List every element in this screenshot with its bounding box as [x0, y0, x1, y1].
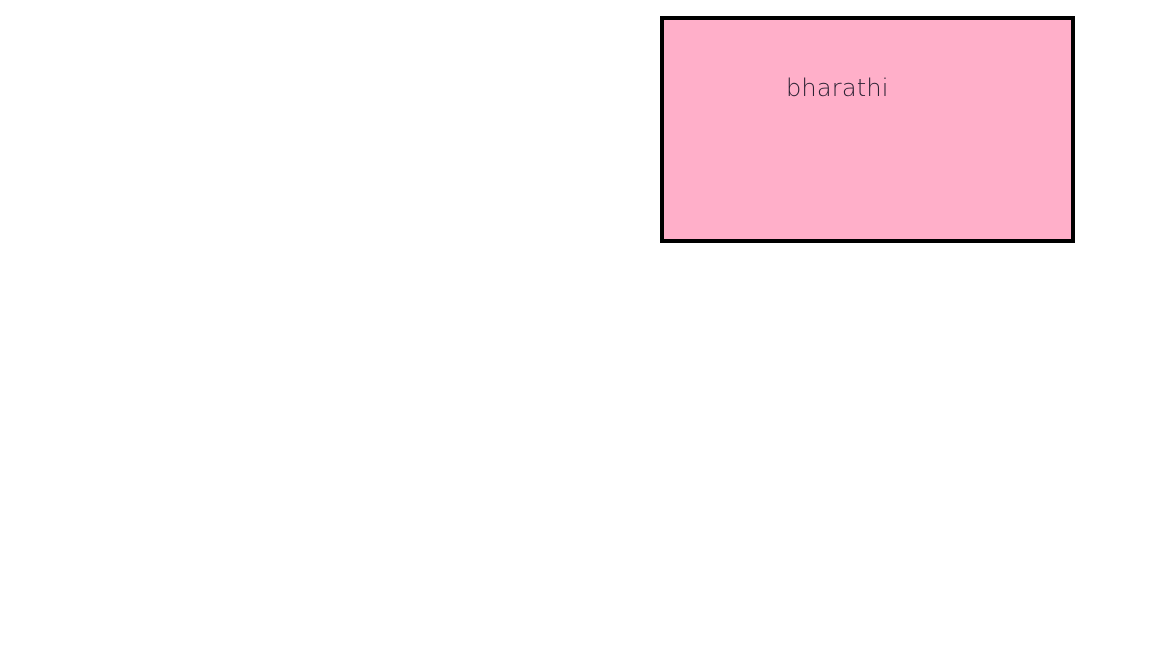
name-box: bharathi — [660, 16, 1075, 243]
name-label: bharathi — [786, 74, 889, 102]
